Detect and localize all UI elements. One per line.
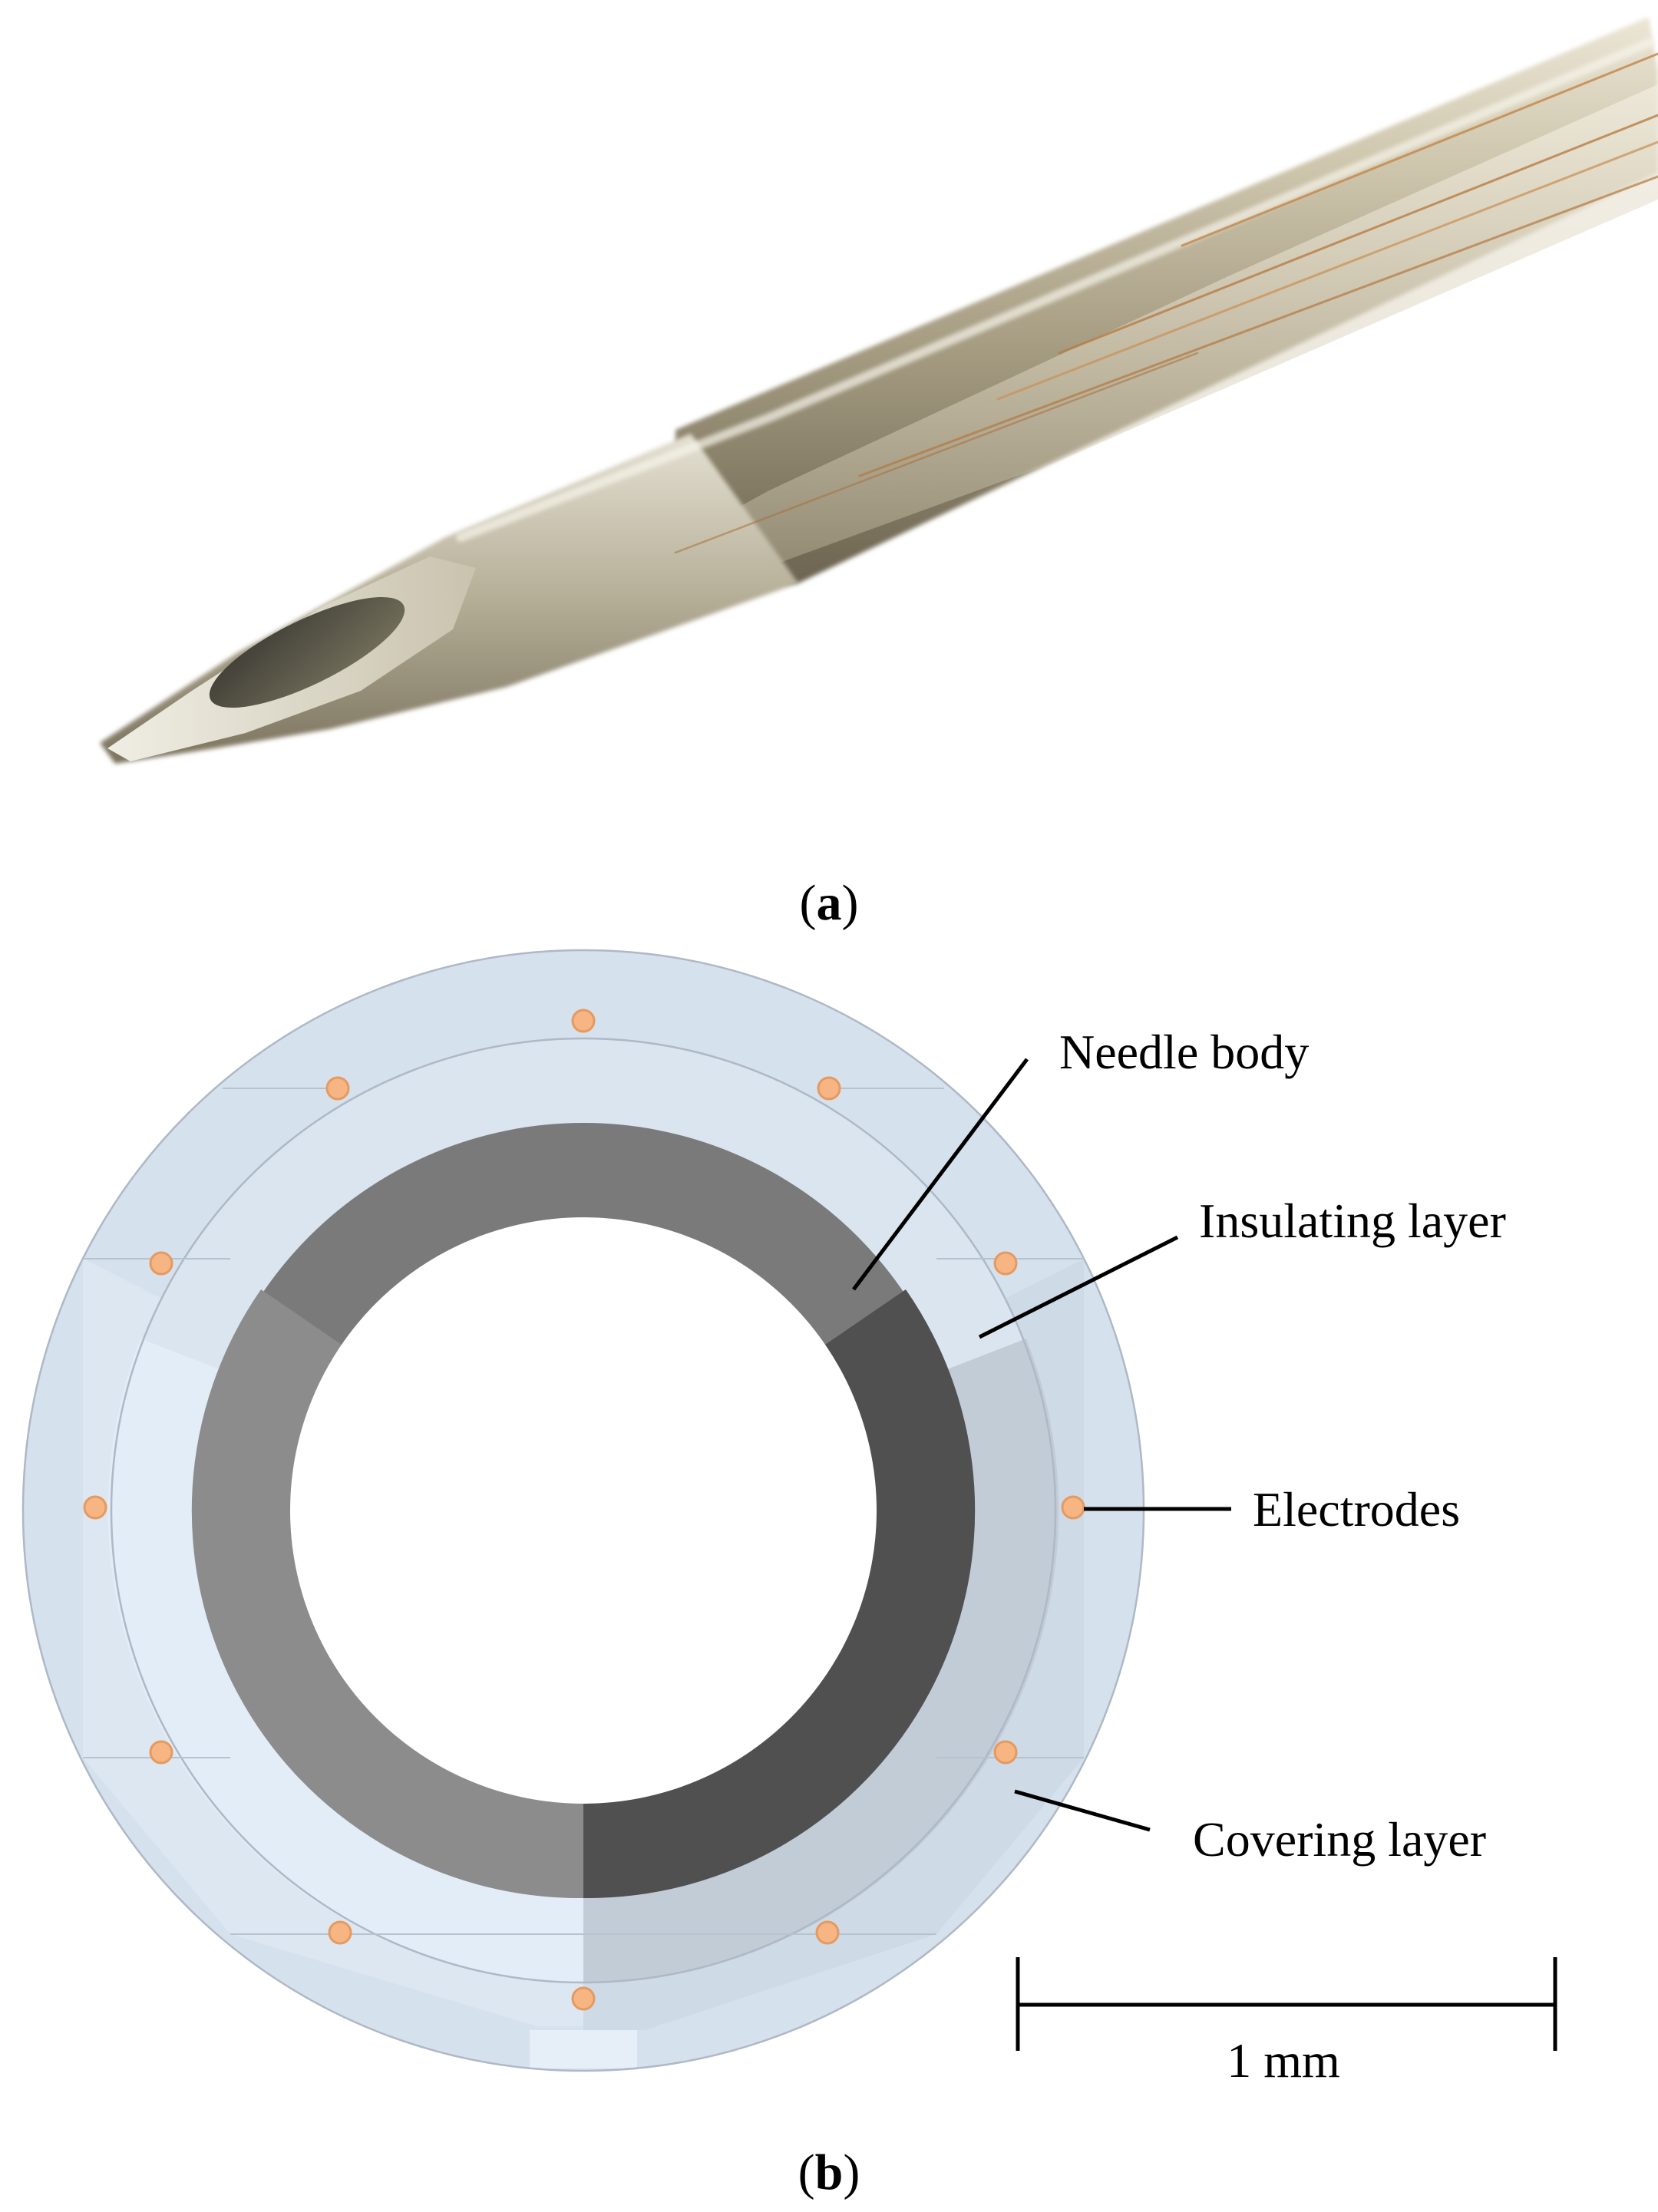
label-needle-body: Needle body	[1059, 1025, 1309, 1079]
electrode	[993, 1251, 1018, 1276]
leader-covering-layer	[1014, 1789, 1151, 1832]
leader-insulating-layer	[978, 1235, 1179, 1339]
needle-bore	[209, 596, 405, 708]
electrode	[328, 1920, 352, 1945]
electrode	[571, 1986, 596, 2011]
electrode	[325, 1076, 350, 1101]
needle-photo	[100, 17, 1658, 764]
electrode	[1061, 1495, 1085, 1520]
electrode	[571, 1009, 596, 1033]
electrode	[149, 1251, 173, 1276]
cross-section	[21, 949, 1145, 2072]
label-covering-layer: Covering layer	[1193, 1812, 1486, 1867]
caption-a: (a)	[800, 875, 859, 931]
shaft-highlight	[456, 38, 1655, 542]
electrode	[149, 1740, 173, 1765]
electrode	[83, 1495, 107, 1520]
electrode	[815, 1920, 840, 1945]
electrode-wires	[674, 52, 1658, 554]
sensor-film	[629, 84, 1658, 606]
electrode	[817, 1076, 841, 1101]
scale-bar: 1 mm	[1016, 1957, 1557, 2088]
label-electrodes: Electrodes	[1253, 1482, 1460, 1537]
scale-bar-label: 1 mm	[1227, 2033, 1340, 2088]
electrodes	[83, 1009, 1085, 2011]
needle-lumen	[290, 1217, 877, 1804]
covering-layer-bottom	[530, 2030, 637, 2068]
leader-needle-body	[852, 1058, 1029, 1291]
electrode	[993, 1740, 1018, 1765]
caption-b: (b)	[798, 2144, 860, 2200]
label-insulating-layer: Insulating layer	[1199, 1193, 1506, 1248]
